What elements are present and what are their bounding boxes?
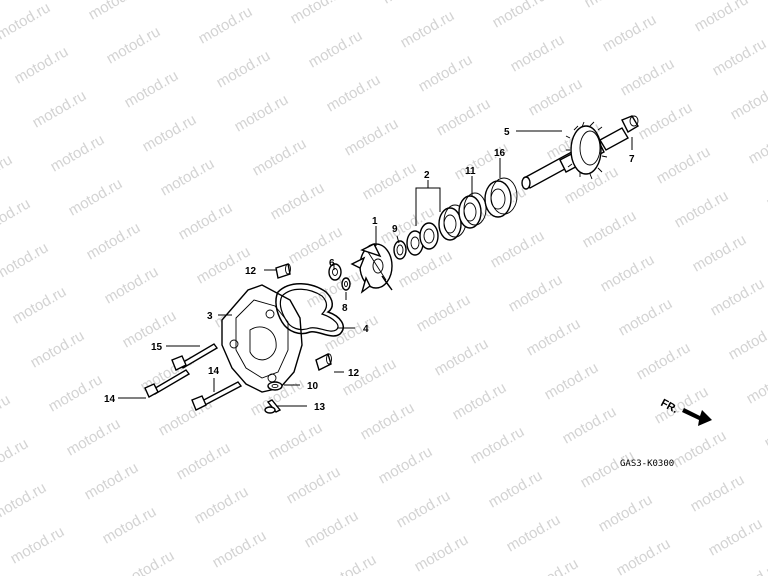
- impeller[interactable]: [350, 243, 393, 294]
- callout-7: 7: [629, 154, 635, 165]
- callout-15: 15: [151, 342, 163, 353]
- pump-shaft-gear[interactable]: [521, 121, 629, 190]
- callout-10: 10: [307, 381, 319, 392]
- callout-12-upper: 12: [245, 266, 257, 277]
- bolt-part-14-lower[interactable]: [191, 381, 243, 411]
- diagram-code: GAS3-K0300: [620, 459, 674, 469]
- pin-part-7[interactable]: [621, 115, 639, 133]
- front-direction-marker: FR.: [659, 397, 712, 426]
- seal-part-6[interactable]: [328, 263, 342, 281]
- gasket-o-ring[interactable]: [275, 283, 344, 337]
- callout-11: 11: [465, 166, 476, 177]
- oil-seal-set[interactable]: [406, 204, 467, 256]
- callout-5: 5: [504, 127, 510, 138]
- front-arrow-icon: [682, 408, 712, 426]
- bolt-part-14-upper[interactable]: [144, 369, 191, 398]
- callout-14-left: 14: [104, 394, 116, 405]
- dowel-pin-upper[interactable]: [275, 263, 291, 279]
- front-marker-label: FR.: [659, 397, 680, 416]
- bolt-part-13[interactable]: [264, 399, 282, 414]
- callout-8: 8: [342, 303, 348, 314]
- washer-part-8[interactable]: [341, 277, 351, 291]
- bearing-part-16[interactable]: [484, 177, 518, 218]
- callout-9: 9: [392, 224, 398, 235]
- callout-13: 13: [314, 402, 326, 413]
- bearing-part-11[interactable]: [458, 192, 487, 229]
- callout-16: 16: [494, 148, 506, 159]
- leader-lines: [118, 130, 633, 407]
- washer-part-9[interactable]: [393, 240, 407, 260]
- bolt-part-15[interactable]: [171, 343, 219, 371]
- callout-12-lower: 12: [348, 368, 360, 379]
- pump-cover[interactable]: [221, 284, 303, 393]
- washer-part-10[interactable]: [267, 381, 283, 391]
- callout-3: 3: [207, 311, 213, 322]
- callout-1: 1: [372, 216, 378, 227]
- dowel-pin-lower[interactable]: [315, 353, 332, 371]
- callout-4: 4: [363, 324, 369, 335]
- callout-14-top: 14: [208, 366, 220, 377]
- callout-6: 6: [329, 258, 335, 269]
- callout-2: 2: [424, 170, 430, 181]
